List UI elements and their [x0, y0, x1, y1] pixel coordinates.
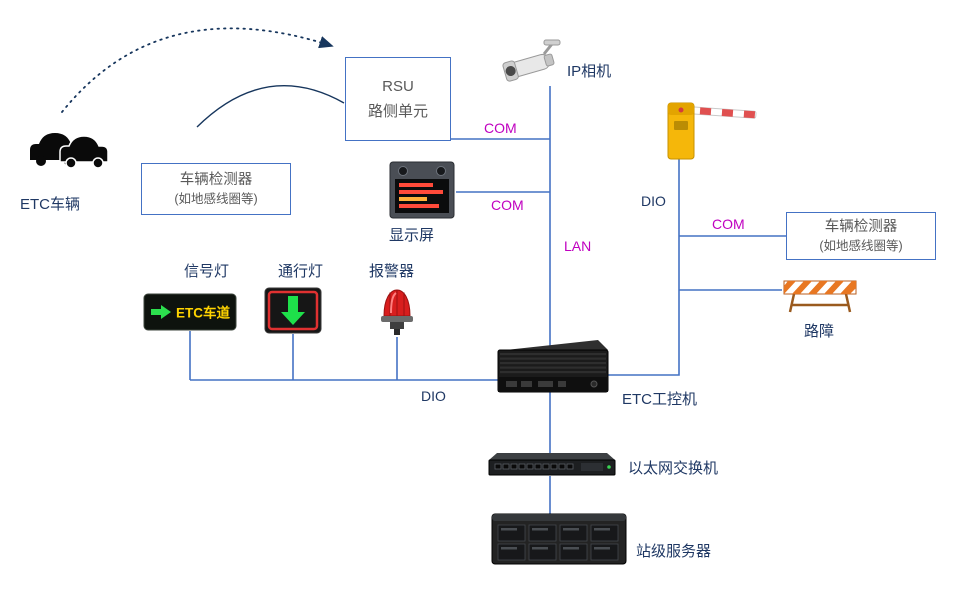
signal-light-icon: ETC车道 [143, 293, 237, 331]
detector-left-line1: 车辆检测器 [179, 171, 253, 188]
dio-label-bus: DIO [421, 388, 446, 404]
switch-label: 以太网交换机 [628, 460, 719, 477]
barrier-gate-icon [660, 95, 760, 165]
com-label-rsu: COM [484, 120, 517, 136]
lan-label: LAN [564, 238, 592, 254]
wireless-arc-solid [196, 85, 345, 128]
signal-light-label: 信号灯 [184, 263, 230, 280]
detector-right-line2: (如地感线圈等) [819, 238, 903, 253]
wireless-arc-dotted [61, 27, 334, 113]
etc-vehicle-label: ETC车辆 [20, 196, 81, 213]
line-barrier-branch [608, 158, 680, 376]
roadblock-icon [782, 278, 858, 314]
alarm-label: 报警器 [369, 263, 415, 280]
ipc-icon [494, 332, 612, 400]
com-label-display: COM [491, 197, 524, 213]
rsu-label-line2: 路侧单元 [367, 103, 428, 120]
pass-light-icon [264, 287, 322, 334]
ip-camera-icon [500, 32, 564, 88]
etc-cars-icon [26, 124, 112, 172]
com-label-detector: COM [712, 216, 745, 232]
dio-label-barrier: DIO [641, 193, 666, 209]
ethernet-switch-icon [487, 444, 617, 482]
ip-camera-label: IP相机 [567, 63, 612, 80]
station-server-icon [490, 510, 628, 568]
led-sign-text: ETC车道 [176, 305, 230, 321]
rsu-label-line1: RSU [382, 77, 414, 95]
vehicle-detector-box-left: 车辆检测器 (如地感线圈等) [141, 163, 291, 215]
detector-right-line1: 车辆检测器 [824, 218, 898, 235]
server-label: 站级服务器 [636, 543, 712, 560]
rsu-box: RSU 路侧单元 [345, 57, 451, 141]
display-label: 显示屏 [389, 227, 435, 244]
vehicle-detector-box-right: 车辆检测器 (如地感线圈等) [786, 212, 936, 260]
display-screen-icon [388, 160, 456, 220]
detector-left-line2: (如地感线圈等) [174, 191, 258, 206]
pass-light-label: 通行灯 [278, 263, 324, 280]
ipc-label: ETC工控机 [622, 391, 698, 408]
alarm-icon [377, 283, 417, 339]
roadblock-label: 路障 [804, 323, 835, 340]
